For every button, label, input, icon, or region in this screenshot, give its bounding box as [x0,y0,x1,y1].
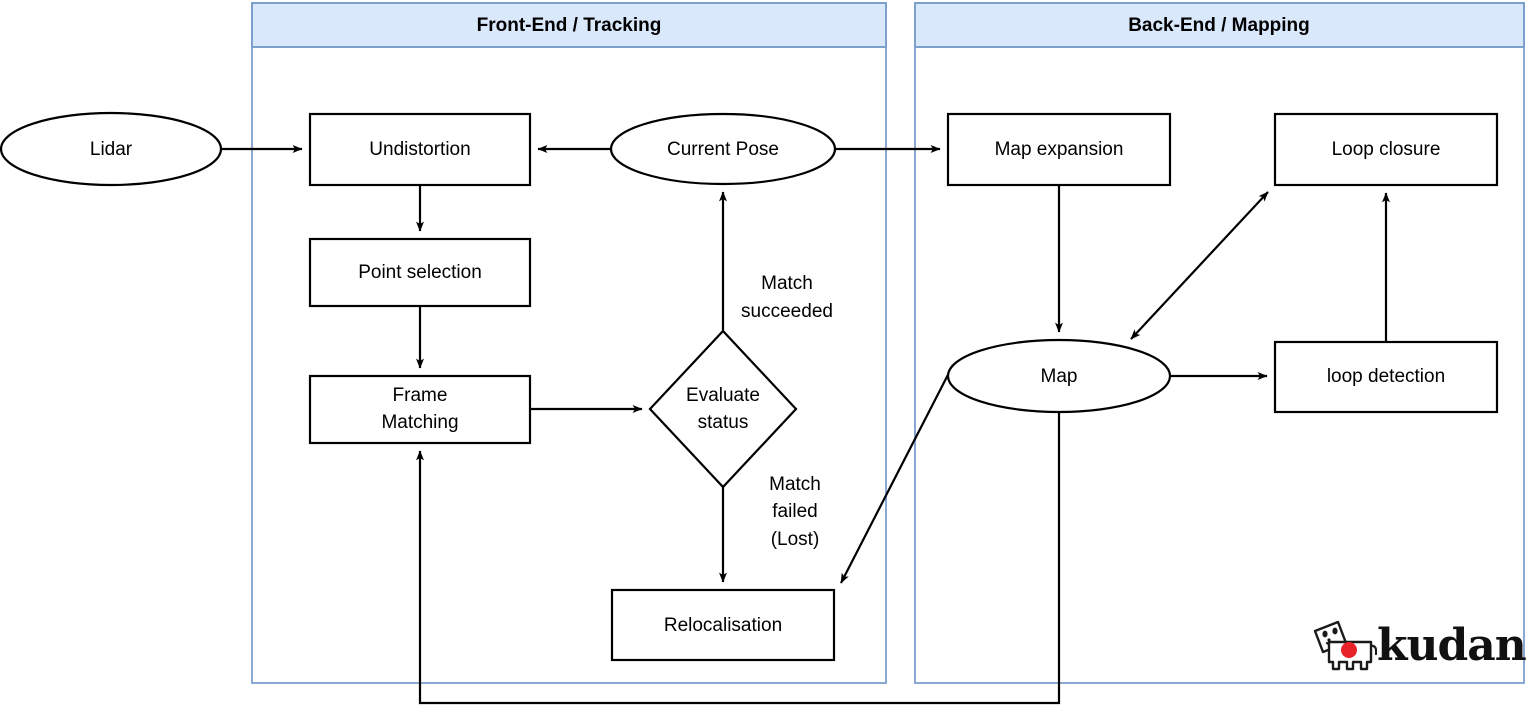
node-frame-matching[interactable]: Frame Matching [308,374,532,445]
edge-label-match-failed-line1: Match [769,474,821,495]
node-map[interactable]: Map [946,338,1172,414]
edge-label-match-failed-line3: (Lost) [771,529,820,550]
kudan-wordmark: kudan [1377,620,1527,671]
node-point-selection[interactable]: Point selection [308,237,532,308]
node-loop-detection[interactable]: loop detection [1273,340,1499,414]
node-frame-matching-label-line1: Frame [393,385,448,406]
node-evaluate-status-label-line1: Evaluate [686,385,760,406]
edge-label-match-succeeded: Match succeeded [741,273,833,322]
node-loop-closure-label: Loop closure [1332,139,1441,160]
node-loop-detection-label: loop detection [1327,366,1445,387]
kudan-dog-icon [1313,620,1378,671]
edge-map-to-relocalisation [840,364,954,584]
node-point-selection-label: Point selection [358,262,482,283]
panel-front-end: Front-End / Tracking [251,2,887,684]
node-current-pose-label: Current Pose [667,139,779,160]
edge-label-match-succeeded-line2: succeeded [741,301,833,322]
edge-label-match-failed-line2: failed [772,501,817,522]
node-map-expansion-label: Map expansion [995,139,1124,160]
panel-front-end-title: Front-End / Tracking [477,15,662,36]
edge-label-match-succeeded-line1: Match [761,273,813,294]
node-relocalisation[interactable]: Relocalisation [610,588,836,662]
node-map-label: Map [1041,366,1078,387]
node-loop-closure[interactable]: Loop closure [1273,112,1499,187]
node-undistortion-label: Undistortion [369,139,470,160]
panel-back-end-title: Back-End / Mapping [1128,15,1310,36]
node-undistortion[interactable]: Undistortion [308,112,532,187]
node-map-expansion[interactable]: Map expansion [946,112,1172,187]
kudan-logo: kudan [1305,618,1527,680]
node-lidar[interactable]: Lidar [0,111,223,187]
edge-label-match-failed: Match failed (Lost) [769,474,821,550]
node-current-pose[interactable]: Current Pose [609,112,837,186]
node-frame-matching-label-line2: Matching [381,412,458,433]
edge-map-to-frame-matching [416,412,1061,705]
node-evaluate-status-label-line2: status [698,412,749,433]
node-evaluate-status[interactable]: Evaluate status [648,329,798,489]
edge-map-to-loop-closure [1130,191,1269,340]
node-lidar-label: Lidar [90,139,133,160]
node-relocalisation-label: Relocalisation [664,615,782,636]
